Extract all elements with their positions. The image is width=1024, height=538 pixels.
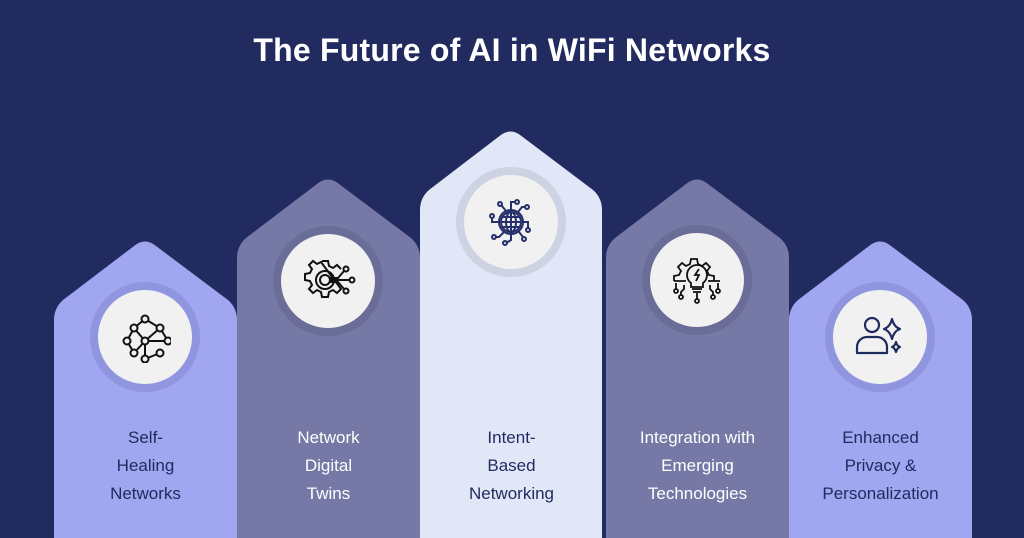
- icon-circle: [642, 225, 752, 335]
- column-label: Network Digital Twins: [237, 424, 420, 508]
- icon-circle: [456, 167, 566, 277]
- label-line: Integration with: [639, 428, 756, 447]
- column-digital-twins: Network Digital Twins: [237, 178, 420, 538]
- label-line: Network: [297, 428, 360, 447]
- label-line: Digital: [304, 456, 353, 475]
- label-line: Healing: [116, 456, 175, 475]
- label-line: Technologies: [647, 484, 748, 503]
- globe-circuit-icon: [489, 199, 531, 246]
- label-line: Networks: [110, 484, 181, 503]
- label-line: Twins: [306, 484, 351, 503]
- icon-circle: [825, 282, 935, 392]
- label-line: Self-: [128, 428, 163, 447]
- column-emerging-tech: Integration with Emerging Technologies: [606, 178, 789, 538]
- column-label: Enhanced Privacy & Personalization: [789, 424, 972, 508]
- label-line: Intent-: [487, 428, 536, 447]
- label-line: Emerging: [661, 456, 734, 475]
- column-intent-based: Intent- Based Networking: [420, 130, 603, 538]
- icon-circle: [90, 282, 200, 392]
- network-nodes-icon: [122, 314, 171, 363]
- column-label: Self- Healing Networks: [54, 424, 237, 508]
- page-title: The Future of AI in WiFi Networks: [253, 32, 771, 68]
- column-self-healing: Self- Healing Networks: [54, 240, 237, 538]
- label-line: Privacy &: [844, 456, 917, 475]
- label-line: Enhanced: [842, 428, 919, 447]
- label-line: Based: [487, 456, 536, 475]
- column-privacy: Enhanced Privacy & Personalization: [789, 240, 972, 538]
- gear-circuit-icon: [304, 259, 356, 298]
- icon-circle: [273, 226, 383, 336]
- column-label: Integration with Emerging Technologies: [606, 424, 789, 508]
- user-sparkle-icon: [855, 316, 902, 355]
- label-line: Networking: [468, 484, 555, 503]
- lightbulb-gear-icon: [673, 258, 721, 304]
- column-label: Intent- Based Networking: [420, 424, 603, 508]
- label-line: Personalization: [822, 484, 939, 503]
